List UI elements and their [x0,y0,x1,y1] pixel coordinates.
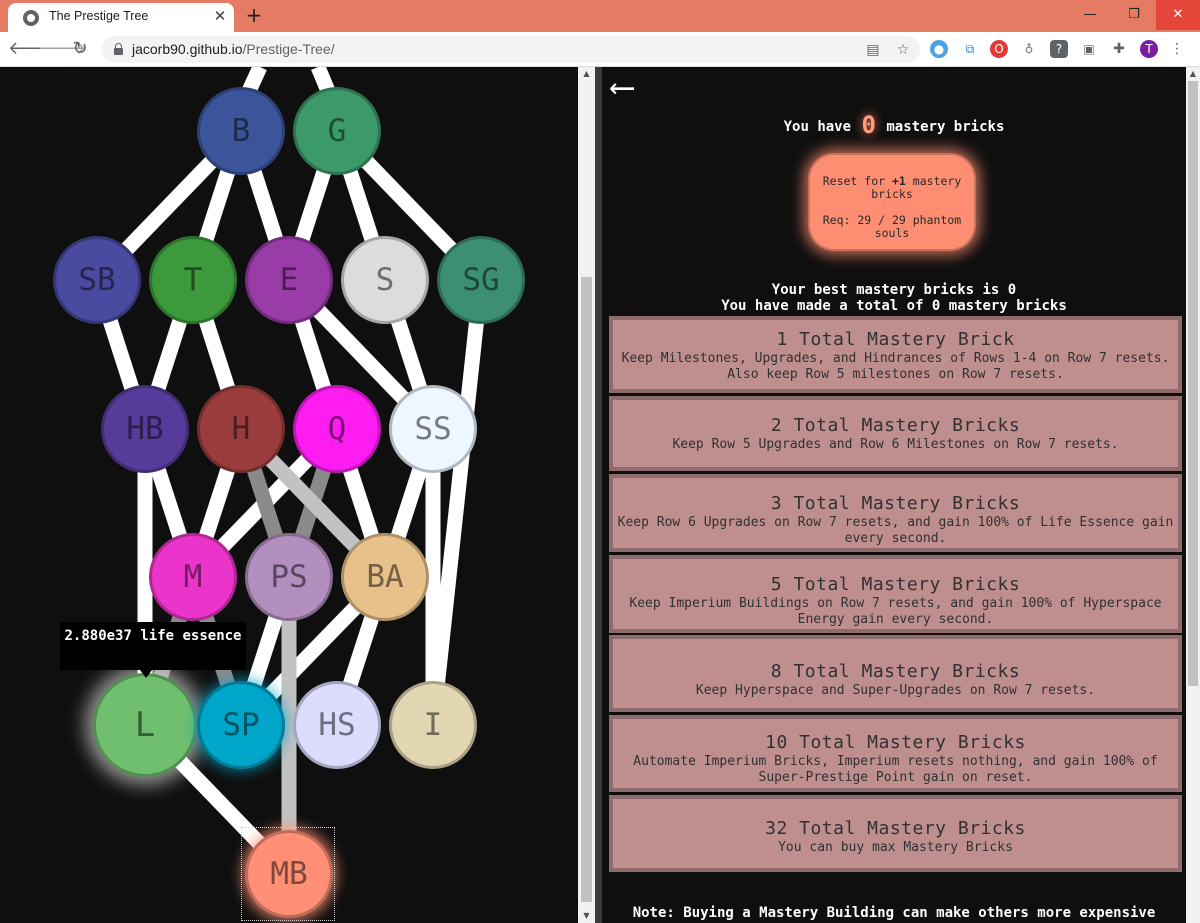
mastery-amount-line: You have 0 mastery bricks [783,111,1005,139]
node-i[interactable]: I [389,681,477,769]
scroll-up-icon[interactable]: ▲ [1189,69,1197,78]
close-window-button[interactable]: ✕ [1156,0,1200,30]
scroll-down-icon[interactable]: ▼ [583,911,590,920]
restore-button[interactable]: ❐ [1128,7,1140,22]
node-e[interactable]: E [245,236,333,324]
node-s[interactable]: S [341,236,429,324]
mastery-reset-button[interactable]: Reset for +1 mastery bricks Req: 29 / 29… [808,153,976,251]
node-hb[interactable]: HB [101,385,189,473]
mb-selection-outline [241,827,335,921]
new-tab-button[interactable]: + [245,3,263,27]
browser-tab[interactable]: The Prestige Tree ✕ [8,3,234,32]
minimize-button[interactable]: — [1083,7,1097,22]
total-mastery-text: You have made a total of 0 mastery brick… [721,298,1067,314]
mastery-amount: 0 [861,111,876,139]
extension-help-icon[interactable]: ? [1050,40,1068,58]
mastery-scroll-thumb[interactable] [1188,81,1198,686]
url-path: /Prestige-Tree/ [242,41,335,57]
node-m[interactable]: M [149,533,237,621]
mastery-note: Note: Buying a Mastery Building can make… [632,905,1156,921]
milestone-6: 10 Total Mastery Bricks Automate Imperiu… [609,715,1182,792]
menu-kebab-icon[interactable]: ⋮ [1170,41,1184,57]
milestone-3: 3 Total Mastery Bricks Keep Row 6 Upgrad… [609,474,1182,552]
browser-toolbar: 🡐 🡒 ↻ jacorb90.github.io/Prestige-Tree/ … [0,32,1200,67]
milestone-1: 1 Total Mastery Brick Keep Milestones, U… [609,316,1182,393]
reset-requirement: Req: 29 / 29 phantom souls [822,213,962,240]
back-arrow-icon[interactable]: 🡐 [8,38,57,59]
node-mb[interactable]: MB [245,830,333,918]
best-mastery-text: Your best mastery bricks is 0 [771,282,1017,298]
node-hs[interactable]: HS [293,681,381,769]
tab-title: The Prestige Tree [49,9,149,23]
tree-connections [89,67,489,880]
life-essence-tooltip: 2.880e37 life essence [60,622,246,678]
node-sg[interactable]: SG [437,236,525,324]
mastery-panel: ⟵ You have 0 mastery bricks Reset for +1… [602,67,1186,923]
tree-scroll-thumb[interactable] [581,277,592,902]
extension-opera-icon[interactable]: O [990,40,1008,58]
branch-sg-i [425,279,489,726]
extension-blue-icon[interactable]: ● [930,40,948,58]
tab-close-icon[interactable]: ✕ [213,7,227,25]
milestone-2: 2 Total Mastery Bricks Keep Row 5 Upgrad… [609,396,1182,471]
node-b[interactable]: B [197,87,285,175]
forward-arrow-icon[interactable]: 🡒 [38,38,87,59]
back-arrow-icon[interactable]: ⟵ [612,67,633,107]
browser-titlebar: The Prestige Tree ✕ + — ❐ ✕ [0,0,1200,32]
milestone-4: 5 Total Mastery Bricks Keep Imperium Bui… [609,555,1182,633]
extension-window-icon[interactable]: ▣ [1083,42,1095,56]
branch-top-top [311,67,335,94]
tree-scrollbar[interactable]: ▲ ▼ [578,67,595,923]
node-sp[interactable]: SP [197,681,285,769]
panel-divider[interactable] [595,67,602,923]
lock-icon [114,43,123,55]
node-sb[interactable]: SB [53,236,141,324]
scroll-up-icon[interactable]: ▲ [583,69,590,78]
node-q[interactable]: Q [293,385,381,473]
globe-icon [23,10,39,26]
milestone-7: 32 Total Mastery Bricks You can buy max … [609,795,1182,872]
node-ss[interactable]: SS [389,385,477,473]
profile-avatar[interactable]: T [1140,40,1158,58]
extension-headset-icon[interactable]: ♁ [1024,42,1034,56]
bookmark-star-icon[interactable]: ☆ [896,42,910,58]
url-host: jacorb90.github.io [132,41,243,57]
milestone-5: 8 Total Mastery Bricks Keep Hyperspace a… [609,635,1182,712]
node-t[interactable]: T [149,236,237,324]
mastery-scrollbar[interactable]: ▲ [1186,67,1200,923]
translate-icon[interactable]: ▤ [866,42,880,58]
extension-copy-icon[interactable]: ⧉ [965,42,975,56]
node-l[interactable]: L [93,673,197,777]
node-ba[interactable]: BA [341,533,429,621]
node-ps[interactable]: PS [245,533,333,621]
node-h[interactable]: H [197,385,285,473]
extensions-puzzle-icon[interactable]: ✚ [1113,41,1125,57]
branch-top-top [242,67,267,95]
address-bar[interactable]: jacorb90.github.io/Prestige-Tree/ ▤ ☆ [102,36,920,63]
node-g[interactable]: G [293,87,381,175]
reload-icon[interactable]: ↻ [72,38,88,59]
